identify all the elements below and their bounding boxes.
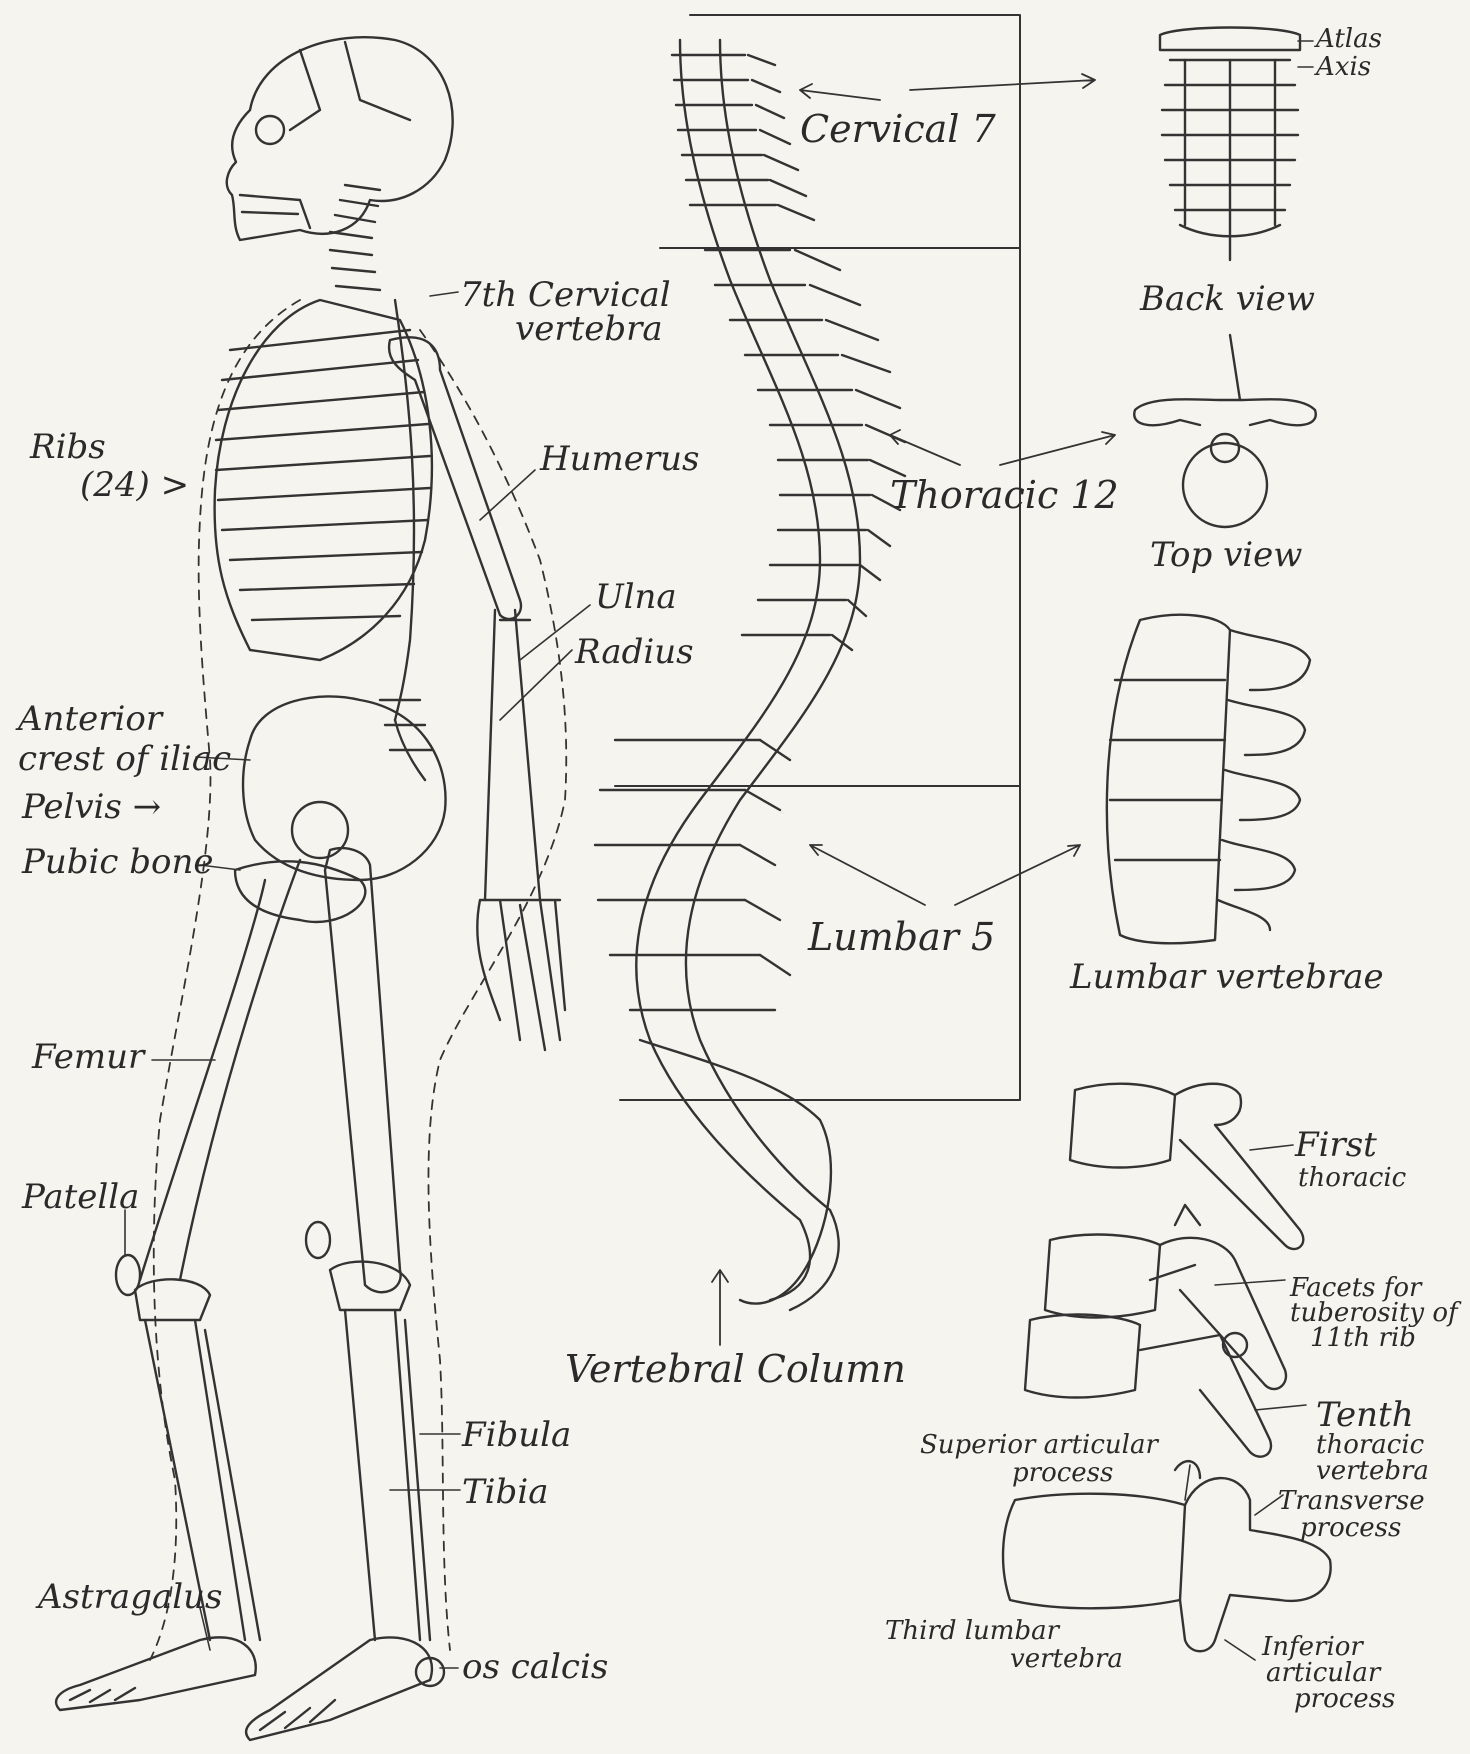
humerus	[389, 337, 521, 619]
tenth-thoracic-drawing	[1025, 1205, 1286, 1457]
back-view-drawing	[1160, 28, 1300, 261]
label-cervical-7: Cervical 7	[800, 110, 996, 150]
label-crest-of-iliac: crest of iliac	[18, 742, 231, 778]
label-lumbar-5: Lumbar 5	[808, 918, 995, 958]
label-superior-2: process	[1012, 1460, 1113, 1487]
label-femur: Femur	[32, 1040, 144, 1076]
label-inferior-3: process	[1294, 1686, 1395, 1713]
label-third-1: Third lumbar	[885, 1618, 1059, 1645]
vertebral-column	[595, 15, 1115, 1345]
label-first-thoracic: thoracic	[1298, 1165, 1406, 1192]
label-radius: Radius	[575, 635, 694, 671]
label-thoracic-12: Thoracic 12	[890, 476, 1119, 516]
label-superior-1: Superior articular	[920, 1432, 1158, 1459]
label-top-view: Top view	[1150, 538, 1302, 574]
label-first: First	[1295, 1128, 1377, 1164]
femur	[325, 848, 401, 1292]
label-atlas: Atlas	[1316, 26, 1382, 53]
label-pelvis: Pelvis →	[22, 790, 161, 826]
label-anterior: Anterior	[18, 702, 162, 738]
label-ribs-count: (24) >	[80, 468, 189, 504]
label-transverse-2: process	[1300, 1515, 1401, 1542]
label-vertebral-column: Vertebral Column	[565, 1350, 906, 1390]
lumbar-vertebrae-drawing	[1107, 615, 1310, 943]
top-view-drawing	[1134, 335, 1316, 527]
label-fibula: Fibula	[462, 1418, 571, 1454]
foot-right	[246, 1637, 432, 1740]
label-third-2: vertebra	[1010, 1646, 1123, 1673]
label-astragalus: Astragalus	[38, 1580, 222, 1616]
label-humerus: Humerus	[540, 442, 700, 478]
label-ribs: Ribs	[30, 430, 106, 466]
label-back-view: Back view	[1140, 282, 1315, 318]
label-ulna: Ulna	[595, 580, 677, 616]
label-tenth-vertebra: vertebra	[1316, 1458, 1429, 1485]
label-tibia: Tibia	[462, 1475, 548, 1511]
label-patella: Patella	[22, 1180, 139, 1216]
hand	[477, 900, 565, 1050]
rib-cage	[215, 300, 432, 660]
label-vertebra: vertebra	[515, 312, 663, 348]
label-os-calcis: os calcis	[462, 1650, 608, 1686]
label-tenth: Tenth	[1316, 1398, 1414, 1434]
first-thoracic-drawing	[1070, 1084, 1303, 1249]
label-pubic-bone: Pubic bone	[22, 845, 214, 881]
label-transverse-1: Transverse	[1278, 1488, 1425, 1515]
skull	[227, 37, 453, 240]
label-axis: Axis	[1316, 54, 1371, 81]
label-lumbar-vertebrae: Lumbar vertebrae	[1070, 960, 1384, 996]
foot-left	[56, 1637, 256, 1710]
label-facets-3: 11th rib	[1310, 1325, 1416, 1352]
forearm	[485, 610, 540, 900]
